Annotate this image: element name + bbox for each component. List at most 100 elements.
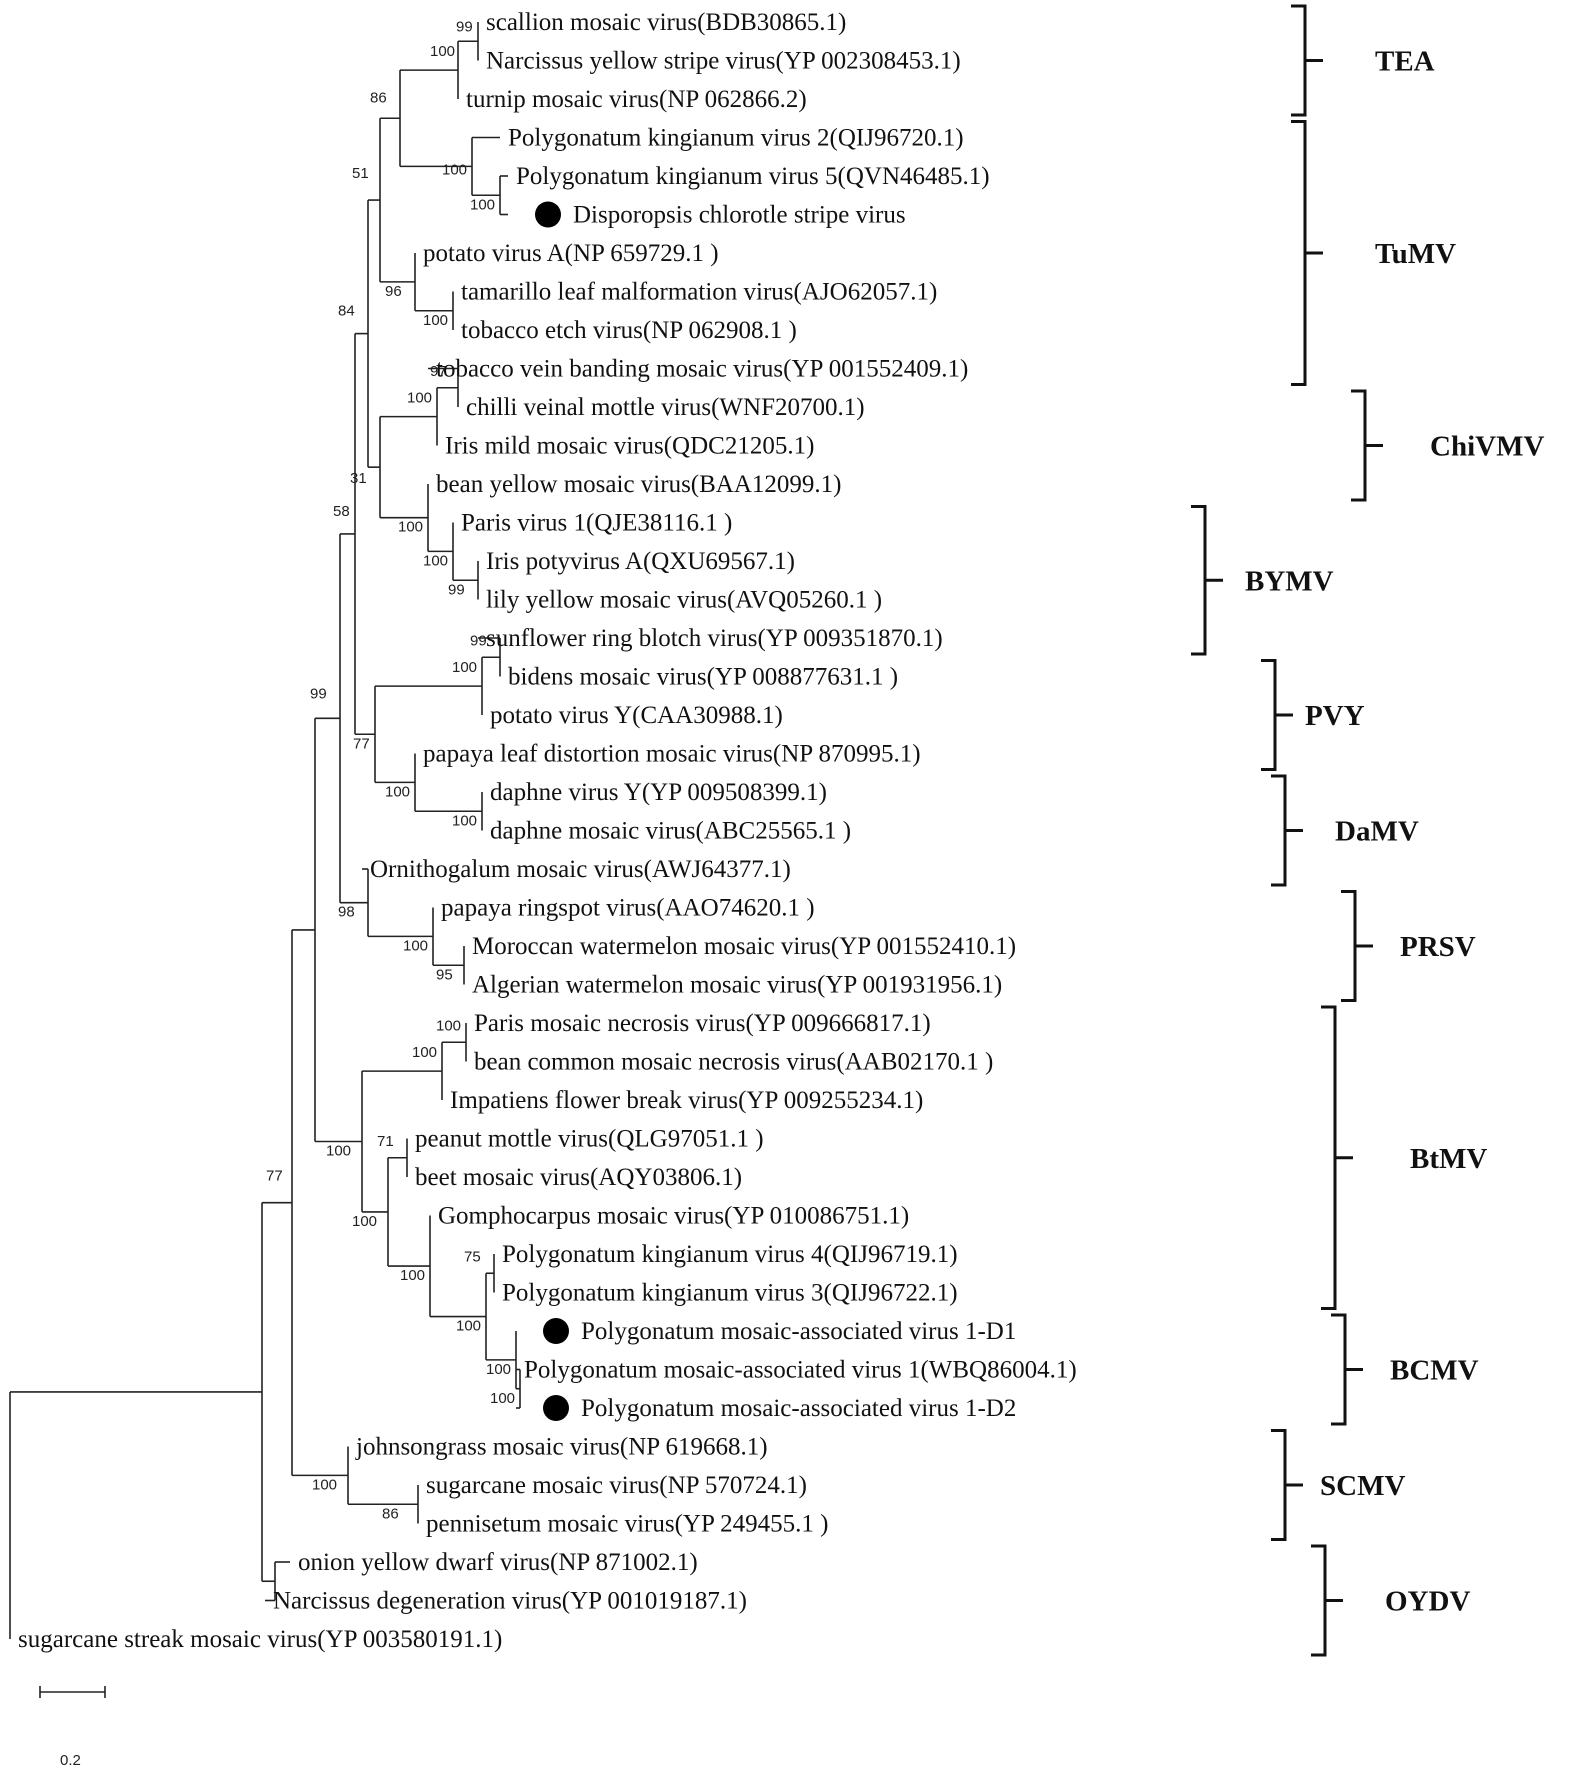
scale-bar-label: 0.2 (60, 1752, 81, 1769)
leaf-label: Polygonatum mosaic-associated virus 1-D2 (581, 1395, 1016, 1422)
clade-label: TEA (1375, 46, 1435, 78)
leaf-label: bean common mosaic necrosis virus(AAB021… (474, 1049, 993, 1076)
bootstrap-value: 99 (448, 581, 465, 598)
bootstrap-value: 84 (338, 303, 355, 320)
leaf-label: tamarillo leaf malformation virus(AJO620… (461, 279, 937, 306)
bootstrap-value: 97 (430, 363, 447, 380)
bootstrap-value: 100 (403, 937, 428, 954)
bootstrap-value: 99 (470, 632, 487, 649)
leaf-label: Polygonatum kingianum virus 3(QIJ96722.1… (502, 1280, 958, 1307)
clade-bracket (1271, 774, 1303, 887)
bootstrap-value: 100 (400, 1267, 425, 1284)
leaf-label: sugarcane streak mosaic virus(YP 0035801… (18, 1626, 502, 1653)
clade-bracket (1331, 1313, 1363, 1426)
bootstrap-value: 77 (353, 735, 370, 752)
leaf-label: papaya leaf distortion mosaic virus(NP 8… (423, 741, 921, 768)
sample-marker-dot (535, 201, 561, 228)
leaf-label: lily yellow mosaic virus(AVQ05260.1 ) (486, 587, 882, 614)
bootstrap-value: 99 (310, 685, 327, 702)
leaf-label: Disporopsis chlorotle stripe virus (573, 202, 906, 229)
bootstrap-value: 51 (352, 165, 369, 182)
bootstrap-value: 100 (423, 312, 448, 329)
bootstrap-value: 100 (412, 1044, 437, 1061)
bootstrap-value: 100 (430, 43, 455, 60)
bootstrap-value: 86 (370, 89, 387, 106)
clade-label: BYMV (1245, 565, 1334, 597)
bootstrap-value: 100 (442, 161, 467, 178)
leaf-label: papaya ringspot virus(AAO74620.1 ) (441, 895, 815, 922)
clade-bracket (1291, 4, 1323, 117)
clade-bracket (1271, 1429, 1303, 1541)
leaf-label: potato virus Y(CAA30988.1) (490, 702, 783, 729)
clade-label: OYDV (1385, 1586, 1470, 1618)
leaf-label: Iris potyvirus A(QXU69567.1) (486, 548, 795, 575)
leaf-label: johnsongrass mosaic virus(NP 619668.1) (355, 1434, 768, 1461)
leaf-label: potato virus A(NP 659729.1 ) (423, 240, 719, 267)
bootstrap-value: 100 (452, 659, 477, 676)
leaf-label: scallion mosaic virus(BDB30865.1) (486, 9, 846, 36)
bootstrap-value: 100 (407, 390, 432, 407)
leaf-label: pennisetum mosaic virus(YP 249455.1 ) (426, 1511, 829, 1538)
bootstrap-value: 58 (333, 503, 350, 520)
bootstrap-values: 9910086100100519610084971003110010099589… (266, 18, 515, 1522)
bootstrap-value: 71 (377, 1133, 394, 1150)
leaf-label: daphne mosaic virus(ABC25565.1 ) (490, 818, 851, 845)
bootstrap-value: 77 (266, 1168, 283, 1185)
leaf-label: beet mosaic virus(AQY03806.1) (415, 1164, 742, 1191)
bootstrap-value: 100 (385, 783, 410, 800)
scale-bar: 0.2 (39, 1686, 106, 1769)
bootstrap-value: 100 (352, 1213, 377, 1230)
leaf-label: daphne virus Y(YP 009508399.1) (490, 779, 827, 806)
sample-marker-dot (543, 1318, 569, 1344)
leaf-label: Paris virus 1(QJE38116.1 ) (461, 510, 732, 537)
clade-label: TuMV (1375, 238, 1456, 270)
clade-bracket (1191, 505, 1223, 656)
bootstrap-value: 100 (398, 519, 423, 536)
bootstrap-value: 100 (456, 1318, 481, 1335)
leaf-label: onion yellow dwarf virus(NP 871002.1) (298, 1549, 698, 1576)
bootstrap-value: 31 (350, 470, 367, 487)
clade-brackets: TEATuMVChiVMVBYMVPVYDaMVPRSVBtMVBCMVSCMV… (1191, 4, 1544, 1657)
bootstrap-value: 100 (423, 552, 448, 569)
leaf-label: Polygonatum kingianum virus 2(QIJ96720.1… (508, 125, 964, 152)
bootstrap-value: 86 (382, 1505, 399, 1522)
clade-label: BtMV (1410, 1143, 1487, 1175)
leaf-label: Polygonatum kingianum virus 5(QVN46485.1… (516, 163, 990, 190)
clade-label: SCMV (1320, 1470, 1405, 1502)
leaf-label: Algerian watermelon mosaic virus(YP 0019… (472, 972, 1002, 999)
bootstrap-value: 99 (456, 18, 473, 35)
leaf-label: Polygonatum mosaic-associated virus 1(WB… (524, 1357, 1077, 1384)
leaf-label: bidens mosaic virus(YP 008877631.1 ) (508, 664, 898, 691)
leaf-label: chilli veinal mottle virus(WNF20700.1) (466, 394, 865, 421)
clade-bracket (1341, 890, 1373, 1002)
leaf-labels: scallion mosaic virus(BDB30865.1)Narciss… (18, 9, 1077, 1653)
leaf-label: tobacco etch virus(NP 062908.1 ) (461, 317, 797, 344)
bootstrap-value: 100 (470, 196, 495, 213)
bootstrap-value: 100 (490, 1390, 515, 1407)
leaf-label: sunflower ring blotch virus(YP 009351870… (486, 625, 943, 652)
bootstrap-value: 100 (486, 1361, 511, 1378)
leaf-label: Moroccan watermelon mosaic virus(YP 0015… (472, 933, 1016, 960)
leaf-label: Polygonatum kingianum virus 4(QIJ96719.1… (502, 1241, 958, 1268)
clade-label: PRSV (1400, 931, 1476, 963)
leaf-label: tobacco vein banding mosaic virus(YP 001… (436, 356, 968, 383)
leaf-label: turnip mosaic virus(NP 062866.2) (466, 86, 807, 113)
leaf-label: Polygonatum mosaic-associated virus 1-D1 (581, 1318, 1016, 1345)
bootstrap-value: 100 (326, 1143, 351, 1160)
leaf-label: bean yellow mosaic virus(BAA12099.1) (436, 471, 841, 498)
clade-label: PVY (1305, 700, 1365, 732)
clade-bracket (1351, 389, 1383, 502)
bootstrap-value: 96 (385, 283, 402, 300)
leaf-label: sugarcane mosaic virus(NP 570724.1) (426, 1472, 807, 1499)
bootstrap-value: 98 (338, 904, 355, 921)
clade-label: DaMV (1335, 816, 1419, 848)
sample-marker-dot (543, 1395, 569, 1421)
bootstrap-value: 100 (312, 1476, 337, 1493)
leaf-label: peanut mottle virus(QLG97051.1 ) (415, 1126, 764, 1153)
leaf-label: Iris mild mosaic virus(QDC21205.1) (445, 433, 814, 460)
leaf-label: Gomphocarpus mosaic virus(YP 010086751.1… (438, 1203, 909, 1230)
bootstrap-value: 95 (436, 966, 453, 983)
tree-branches (9, 22, 521, 1639)
bootstrap-value: 100 (452, 812, 477, 829)
